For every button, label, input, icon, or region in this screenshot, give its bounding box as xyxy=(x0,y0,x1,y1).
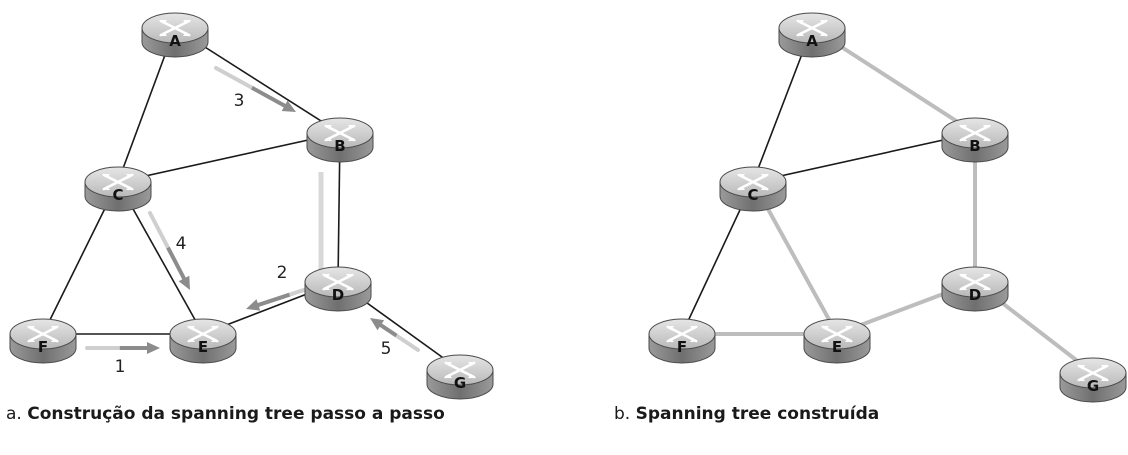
step-1-arrow xyxy=(85,342,160,354)
diagram-b-routers: A B C D E F G xyxy=(648,12,1127,403)
router-a-c: C xyxy=(84,166,152,212)
step-2-label: 2 xyxy=(277,263,288,283)
router-arrows-icon xyxy=(1077,364,1109,382)
step-5-arrow xyxy=(370,318,420,352)
caption-a-prefix: a. xyxy=(6,404,28,424)
router-label: F xyxy=(38,338,48,356)
router-label: B xyxy=(969,137,980,155)
router-arrows-icon xyxy=(444,361,476,379)
router-label: B xyxy=(334,137,345,155)
router-arrows-icon xyxy=(102,173,134,191)
router-b-c: C xyxy=(719,166,787,212)
router-label: E xyxy=(832,338,842,356)
router-b-a: A xyxy=(778,12,846,58)
caption-a: a. Construção da spanning tree passo a p… xyxy=(6,404,445,424)
router-a-a: A xyxy=(141,12,209,58)
router-arrows-icon xyxy=(959,273,991,291)
router-a-g: G xyxy=(426,354,494,400)
router-arrows-icon xyxy=(796,19,828,37)
caption-a-text: Construção da spanning tree passo a pass… xyxy=(27,404,445,424)
router-arrows-icon xyxy=(737,173,769,191)
link-b-b-c xyxy=(752,132,976,183)
router-b-b: B xyxy=(941,117,1009,163)
router-arrows-icon xyxy=(187,325,219,343)
router-b-f: F xyxy=(648,318,716,364)
step-4-label: 4 xyxy=(176,234,187,254)
router-label: G xyxy=(454,374,466,392)
router-label: F xyxy=(677,338,687,356)
router-arrows-icon xyxy=(159,19,191,37)
router-label: C xyxy=(112,186,123,204)
step-3-label: 3 xyxy=(234,91,245,111)
caption-b-prefix: b. xyxy=(614,404,636,424)
router-arrows-icon xyxy=(666,325,698,343)
router-label: G xyxy=(1087,377,1099,395)
router-label: D xyxy=(332,286,344,304)
router-b-d: D xyxy=(941,266,1009,312)
router-arrows-icon xyxy=(821,325,853,343)
router-label: E xyxy=(198,338,208,356)
step-4-arrow xyxy=(148,211,190,290)
router-arrows-icon xyxy=(324,124,356,142)
diagram-a-routers: A B C D E F G xyxy=(9,12,494,400)
step-3-arrow xyxy=(214,66,296,112)
router-a-b: B xyxy=(306,117,374,163)
router-b-g: G xyxy=(1059,357,1127,403)
step-5-label: 5 xyxy=(381,339,392,359)
router-a-f: F xyxy=(9,318,77,364)
router-label: D xyxy=(969,286,981,304)
router-arrows-icon xyxy=(27,325,59,343)
router-b-e: E xyxy=(803,318,871,364)
link-b-c xyxy=(117,132,341,183)
router-label: C xyxy=(747,186,758,204)
router-arrows-icon xyxy=(959,124,991,142)
caption-b: b. Spanning tree construída xyxy=(614,404,879,424)
caption-b-text: Spanning tree construída xyxy=(635,404,880,424)
diagram-a-step-arrows: 1 2 3 4 5 xyxy=(85,66,420,377)
router-arrows-icon xyxy=(322,273,354,291)
router-label: A xyxy=(169,32,181,50)
router-label: A xyxy=(806,32,818,50)
router-a-d: D xyxy=(304,266,372,312)
step-1-label: 1 xyxy=(115,357,126,377)
router-a-e: E xyxy=(169,318,237,364)
